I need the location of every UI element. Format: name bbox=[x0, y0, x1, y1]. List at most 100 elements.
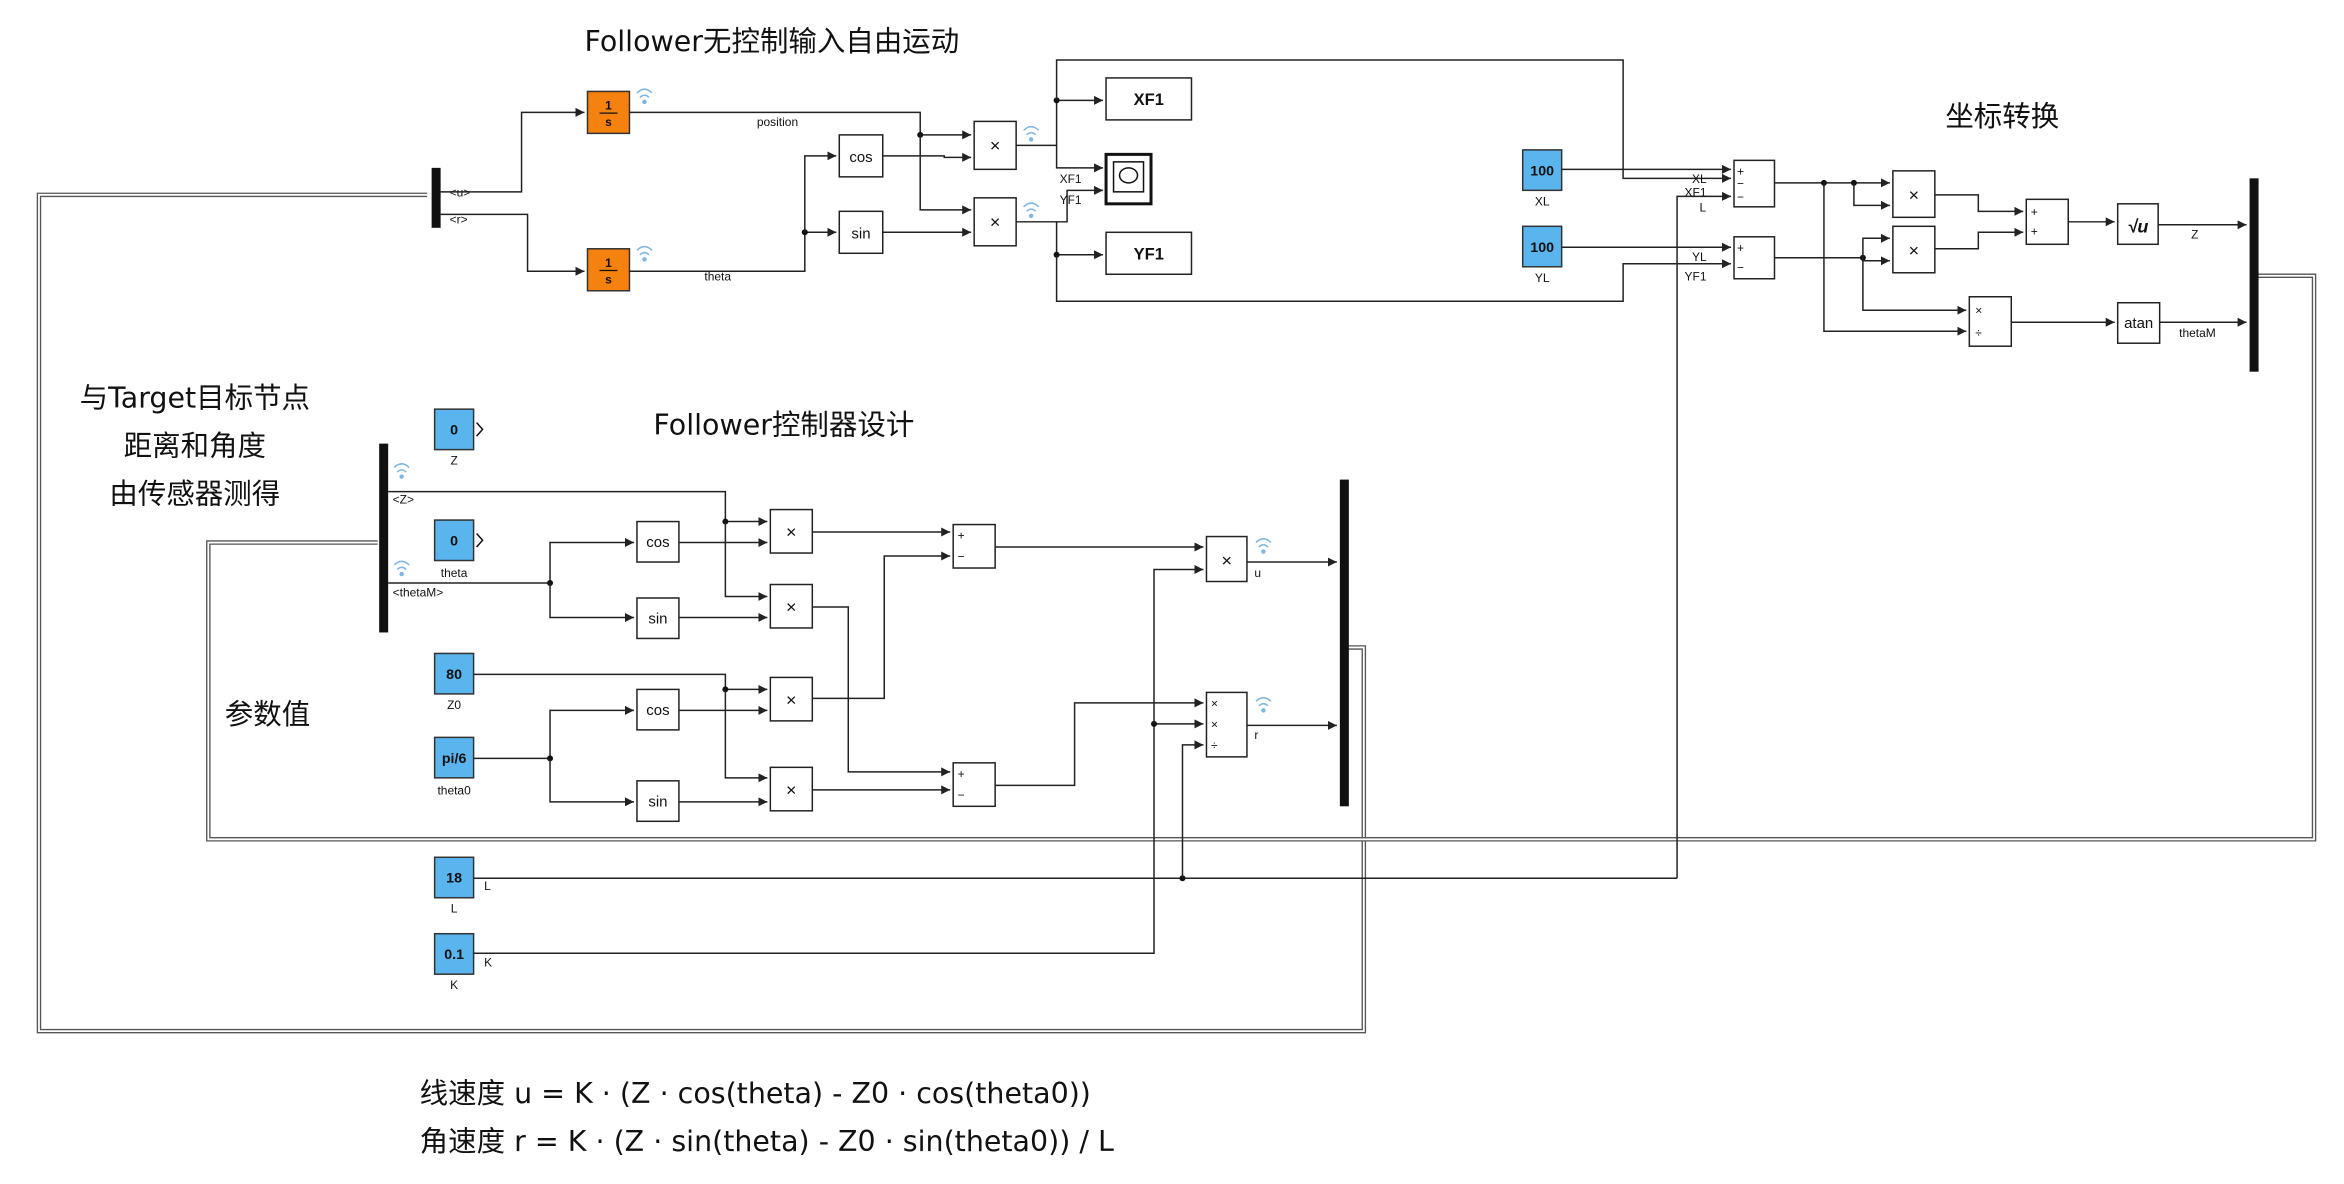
product-yf1[interactable]: × bbox=[973, 197, 1017, 247]
xf1-scope-label: XF1 bbox=[1060, 172, 1082, 186]
signal-logging-icon[interactable] bbox=[393, 463, 410, 479]
sum-squares[interactable]: + + bbox=[2025, 198, 2069, 246]
const-yl[interactable]: 100 YL bbox=[1521, 225, 1563, 285]
sensor-note-line3: 由传感器测得 bbox=[109, 478, 280, 511]
integrator-position[interactable]: 1 s bbox=[586, 90, 631, 135]
const-k[interactable]: 0.1 K bbox=[433, 932, 475, 992]
product-divide-r[interactable]: × × ÷ bbox=[1205, 691, 1248, 758]
const-theta[interactable]: 0 theta bbox=[433, 519, 484, 580]
product-z0-cos[interactable]: × bbox=[769, 676, 814, 722]
sin-block-theta0[interactable]: sin bbox=[636, 780, 680, 823]
atan-block[interactable]: atan bbox=[2116, 301, 2161, 344]
svg-text:0: 0 bbox=[450, 423, 458, 439]
theta-label: theta bbox=[704, 269, 731, 283]
product-xf1[interactable]: × bbox=[973, 120, 1017, 171]
const-l[interactable]: 18 L bbox=[433, 856, 475, 916]
svg-text:+: + bbox=[2031, 224, 2038, 238]
svg-text:×: × bbox=[1909, 185, 1920, 205]
u-output-label: u bbox=[1254, 566, 1261, 580]
xy-graph-scope-icon[interactable] bbox=[1104, 152, 1153, 206]
cos-block-theta[interactable]: cos bbox=[636, 520, 680, 563]
sin-block-theta[interactable]: sin bbox=[636, 597, 680, 640]
sin-block-top[interactable]: sin bbox=[838, 210, 884, 255]
bus-creator-sensor[interactable] bbox=[2249, 178, 2259, 372]
svg-text:s: s bbox=[605, 272, 612, 286]
const-z[interactable]: 0 Z bbox=[433, 408, 484, 468]
yf1-scope-label: YF1 bbox=[1060, 193, 1082, 207]
const-xl[interactable]: 100 XL bbox=[1521, 149, 1563, 208]
signal-logging-icon[interactable] bbox=[636, 245, 653, 262]
k-signal-label: K bbox=[484, 956, 492, 970]
sensor-note-line1: 与Target目标节点 bbox=[80, 382, 310, 415]
svg-text:18: 18 bbox=[446, 871, 462, 887]
product-dy-squared[interactable]: × bbox=[1892, 225, 1936, 274]
signal-logging-icon[interactable] bbox=[1023, 125, 1040, 142]
product-z-sin[interactable]: × bbox=[769, 583, 814, 629]
svg-text:0: 0 bbox=[450, 534, 458, 550]
goto-yf1[interactable]: YF1 bbox=[1105, 231, 1193, 276]
bus-selector-top[interactable] bbox=[431, 167, 441, 228]
const-z0[interactable]: 80 Z0 bbox=[433, 652, 475, 712]
bus-creator-control[interactable] bbox=[1339, 479, 1349, 807]
equation-linear-velocity: 线速度 u = K · (Z · cos(theta) - Z0 · cos(t… bbox=[420, 1077, 1091, 1110]
svg-text:×: × bbox=[1211, 717, 1218, 731]
xl-label: XL bbox=[1692, 172, 1707, 186]
const-theta0[interactable]: pi/6 theta0 bbox=[433, 736, 475, 797]
sum-dx[interactable]: + − − bbox=[1733, 159, 1776, 208]
title-controller-design: Follower控制器设计 bbox=[653, 409, 914, 442]
svg-text:XL: XL bbox=[1535, 194, 1550, 208]
sum-u-error[interactable]: + − bbox=[952, 523, 996, 569]
svg-text:XF1: XF1 bbox=[1134, 91, 1164, 109]
feedback-bus-right[interactable] bbox=[206, 273, 2317, 842]
product-z-cos[interactable]: × bbox=[769, 508, 814, 554]
svg-text:×: × bbox=[786, 780, 797, 800]
svg-text:×: × bbox=[786, 690, 797, 710]
sum-r-error[interactable]: + − bbox=[952, 762, 996, 808]
sqrt-block[interactable]: √u bbox=[2116, 203, 2159, 246]
svg-text:cos: cos bbox=[646, 534, 669, 551]
svg-text:100: 100 bbox=[1530, 240, 1554, 256]
svg-text:×: × bbox=[786, 597, 797, 617]
z-output-label: Z bbox=[2191, 227, 2198, 241]
svg-text:sin: sin bbox=[851, 225, 870, 242]
sensor-note-line2: 距离和角度 bbox=[124, 430, 266, 463]
r-output-label: r bbox=[1254, 728, 1258, 742]
integrator-theta[interactable]: 1 s bbox=[586, 248, 631, 292]
svg-text:+: + bbox=[2031, 205, 2038, 219]
svg-text:+: + bbox=[1737, 164, 1744, 178]
product-u[interactable]: × bbox=[1205, 535, 1248, 583]
signal-logging-icon[interactable] bbox=[393, 560, 410, 577]
thetaM-output-label: thetaM bbox=[2179, 326, 2216, 340]
goto-xf1[interactable]: XF1 bbox=[1105, 77, 1193, 121]
feedback-bus-bottom[interactable] bbox=[36, 192, 1367, 1034]
svg-text:+: + bbox=[1737, 241, 1744, 255]
svg-text:+: + bbox=[958, 767, 965, 781]
svg-text:÷: ÷ bbox=[1211, 738, 1218, 752]
sel-thetaM-label: <thetaM> bbox=[393, 585, 444, 599]
svg-text:−: − bbox=[958, 550, 965, 564]
svg-text:−: − bbox=[958, 788, 965, 802]
svg-text:YL: YL bbox=[1535, 271, 1550, 285]
svg-text:×: × bbox=[990, 135, 1001, 155]
svg-text:×: × bbox=[786, 522, 797, 542]
l-label: L bbox=[1700, 200, 1707, 214]
signal-logging-icon[interactable] bbox=[1255, 538, 1272, 554]
sel-r-label: <r> bbox=[450, 212, 468, 226]
signal-logging-icon[interactable] bbox=[636, 88, 653, 105]
svg-text:÷: ÷ bbox=[1975, 326, 1982, 340]
bus-selector-sensor[interactable] bbox=[379, 443, 389, 633]
svg-text:+: + bbox=[958, 529, 965, 543]
sum-dy[interactable]: + − bbox=[1733, 236, 1776, 280]
divide-block[interactable]: × ÷ bbox=[1968, 295, 2013, 347]
params-note: 参数值 bbox=[225, 698, 310, 731]
cos-block-top[interactable]: cos bbox=[838, 134, 884, 178]
yl-label: YL bbox=[1692, 250, 1707, 264]
svg-text:−: − bbox=[1737, 260, 1744, 274]
cos-block-theta0[interactable]: cos bbox=[636, 688, 680, 731]
signal-logging-icon[interactable] bbox=[1255, 696, 1272, 713]
signal-logging-icon[interactable] bbox=[1023, 202, 1040, 219]
product-z0-sin[interactable]: × bbox=[769, 766, 814, 812]
svg-text:L: L bbox=[451, 902, 458, 916]
product-dx-squared[interactable]: × bbox=[1892, 170, 1936, 219]
